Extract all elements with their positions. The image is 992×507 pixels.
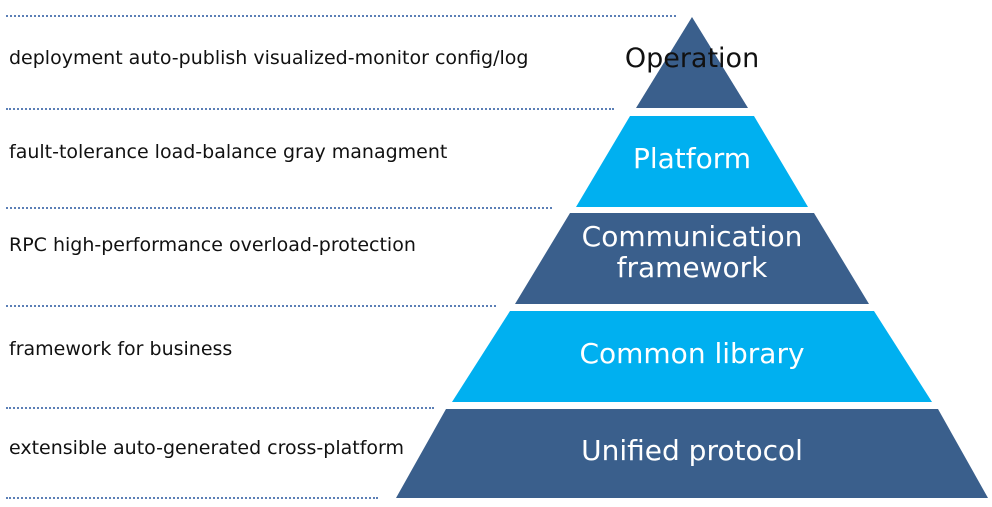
tier-label-platform: Platform [632,142,752,175]
tier-operation [636,17,748,108]
tier-unified-protocol [396,409,988,498]
tier-common-library [452,311,932,402]
tier-label-common-library: Common library [579,337,805,370]
separator-line [6,207,552,209]
separator-line [6,497,378,499]
separator-line [6,305,496,307]
tier-description-platform: fault-tolerance load-balance gray managm… [9,141,448,163]
separator-line [6,407,434,409]
separator-line [6,15,676,17]
tier-description-operation: deployment auto-publish visualized-monit… [9,47,529,69]
tier-label-operation: Operation [624,43,760,74]
tier-description-common-library: framework for business [9,338,233,360]
tier-communication [515,213,869,304]
tier-platform [576,116,808,207]
separator-line [6,108,614,110]
tier-description-communication: RPC high-performance overload-protection [9,234,416,256]
tier-description-unified-protocol: extensible auto-generated cross-platform [9,437,405,459]
tier-label-unified-protocol: Unified protocol [581,434,803,467]
